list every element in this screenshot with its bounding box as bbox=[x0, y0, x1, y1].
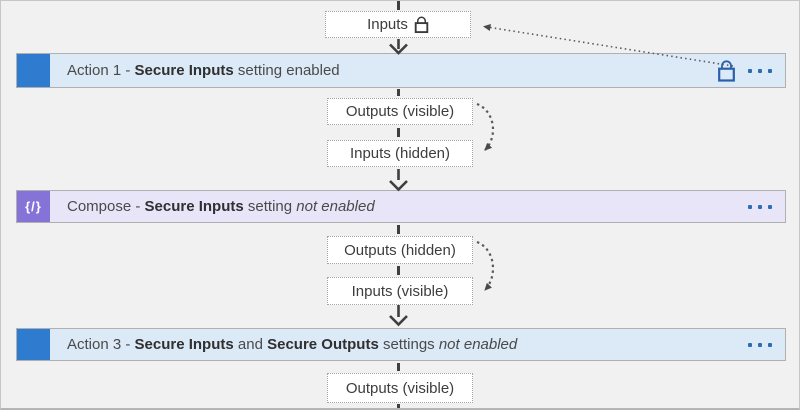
action3-title: Action 3 - Secure Inputs and Secure Outp… bbox=[67, 336, 518, 353]
secure-setting-lock-icon bbox=[717, 59, 736, 82]
action1-icon bbox=[17, 54, 50, 87]
compose-inputs-box: Inputs (hidden) bbox=[327, 140, 473, 167]
compose-outputs-box: Outputs (hidden) bbox=[327, 236, 473, 264]
compose-title: Compose - Secure Inputs setting not enab… bbox=[67, 198, 375, 215]
output-to-input-arrow-1 bbox=[476, 102, 495, 151]
action3-inputs-box: Inputs (visible) bbox=[327, 277, 473, 305]
io-box-label: Inputs bbox=[367, 16, 408, 33]
action3-card[interactable]: Action 3 - Secure Inputs and Secure Outp… bbox=[16, 328, 786, 361]
action1-card[interactable]: Action 1 - Secure Inputs setting enabled bbox=[16, 53, 786, 88]
lock-icon bbox=[414, 16, 429, 34]
action1-ellipsis-menu-button[interactable] bbox=[748, 68, 772, 73]
action3-icon bbox=[17, 329, 50, 360]
action3-outputs-box: Outputs (visible) bbox=[327, 373, 473, 403]
io-box-label: Outputs (visible) bbox=[345, 379, 455, 397]
action1-outputs-box: Outputs (visible) bbox=[327, 98, 473, 125]
trigger-inputs-box: Inputs bbox=[325, 11, 471, 38]
compose-card[interactable]: {/} Compose - Secure Inputs setting not … bbox=[16, 190, 786, 223]
io-box-label: Outputs (hidden) bbox=[344, 241, 456, 259]
action1-title: Action 1 - Secure Inputs setting enabled bbox=[67, 62, 340, 79]
compose-ellipsis-menu-button[interactable] bbox=[748, 204, 772, 209]
io-box-label: Inputs (hidden) bbox=[349, 145, 451, 162]
compose-icon: {/} bbox=[17, 191, 50, 222]
io-box-label: Inputs (visible) bbox=[351, 282, 449, 300]
action3-ellipsis-menu-button[interactable] bbox=[748, 342, 772, 347]
io-box-label: Outputs (visible) bbox=[345, 103, 455, 120]
output-to-input-arrow-2 bbox=[476, 240, 495, 291]
